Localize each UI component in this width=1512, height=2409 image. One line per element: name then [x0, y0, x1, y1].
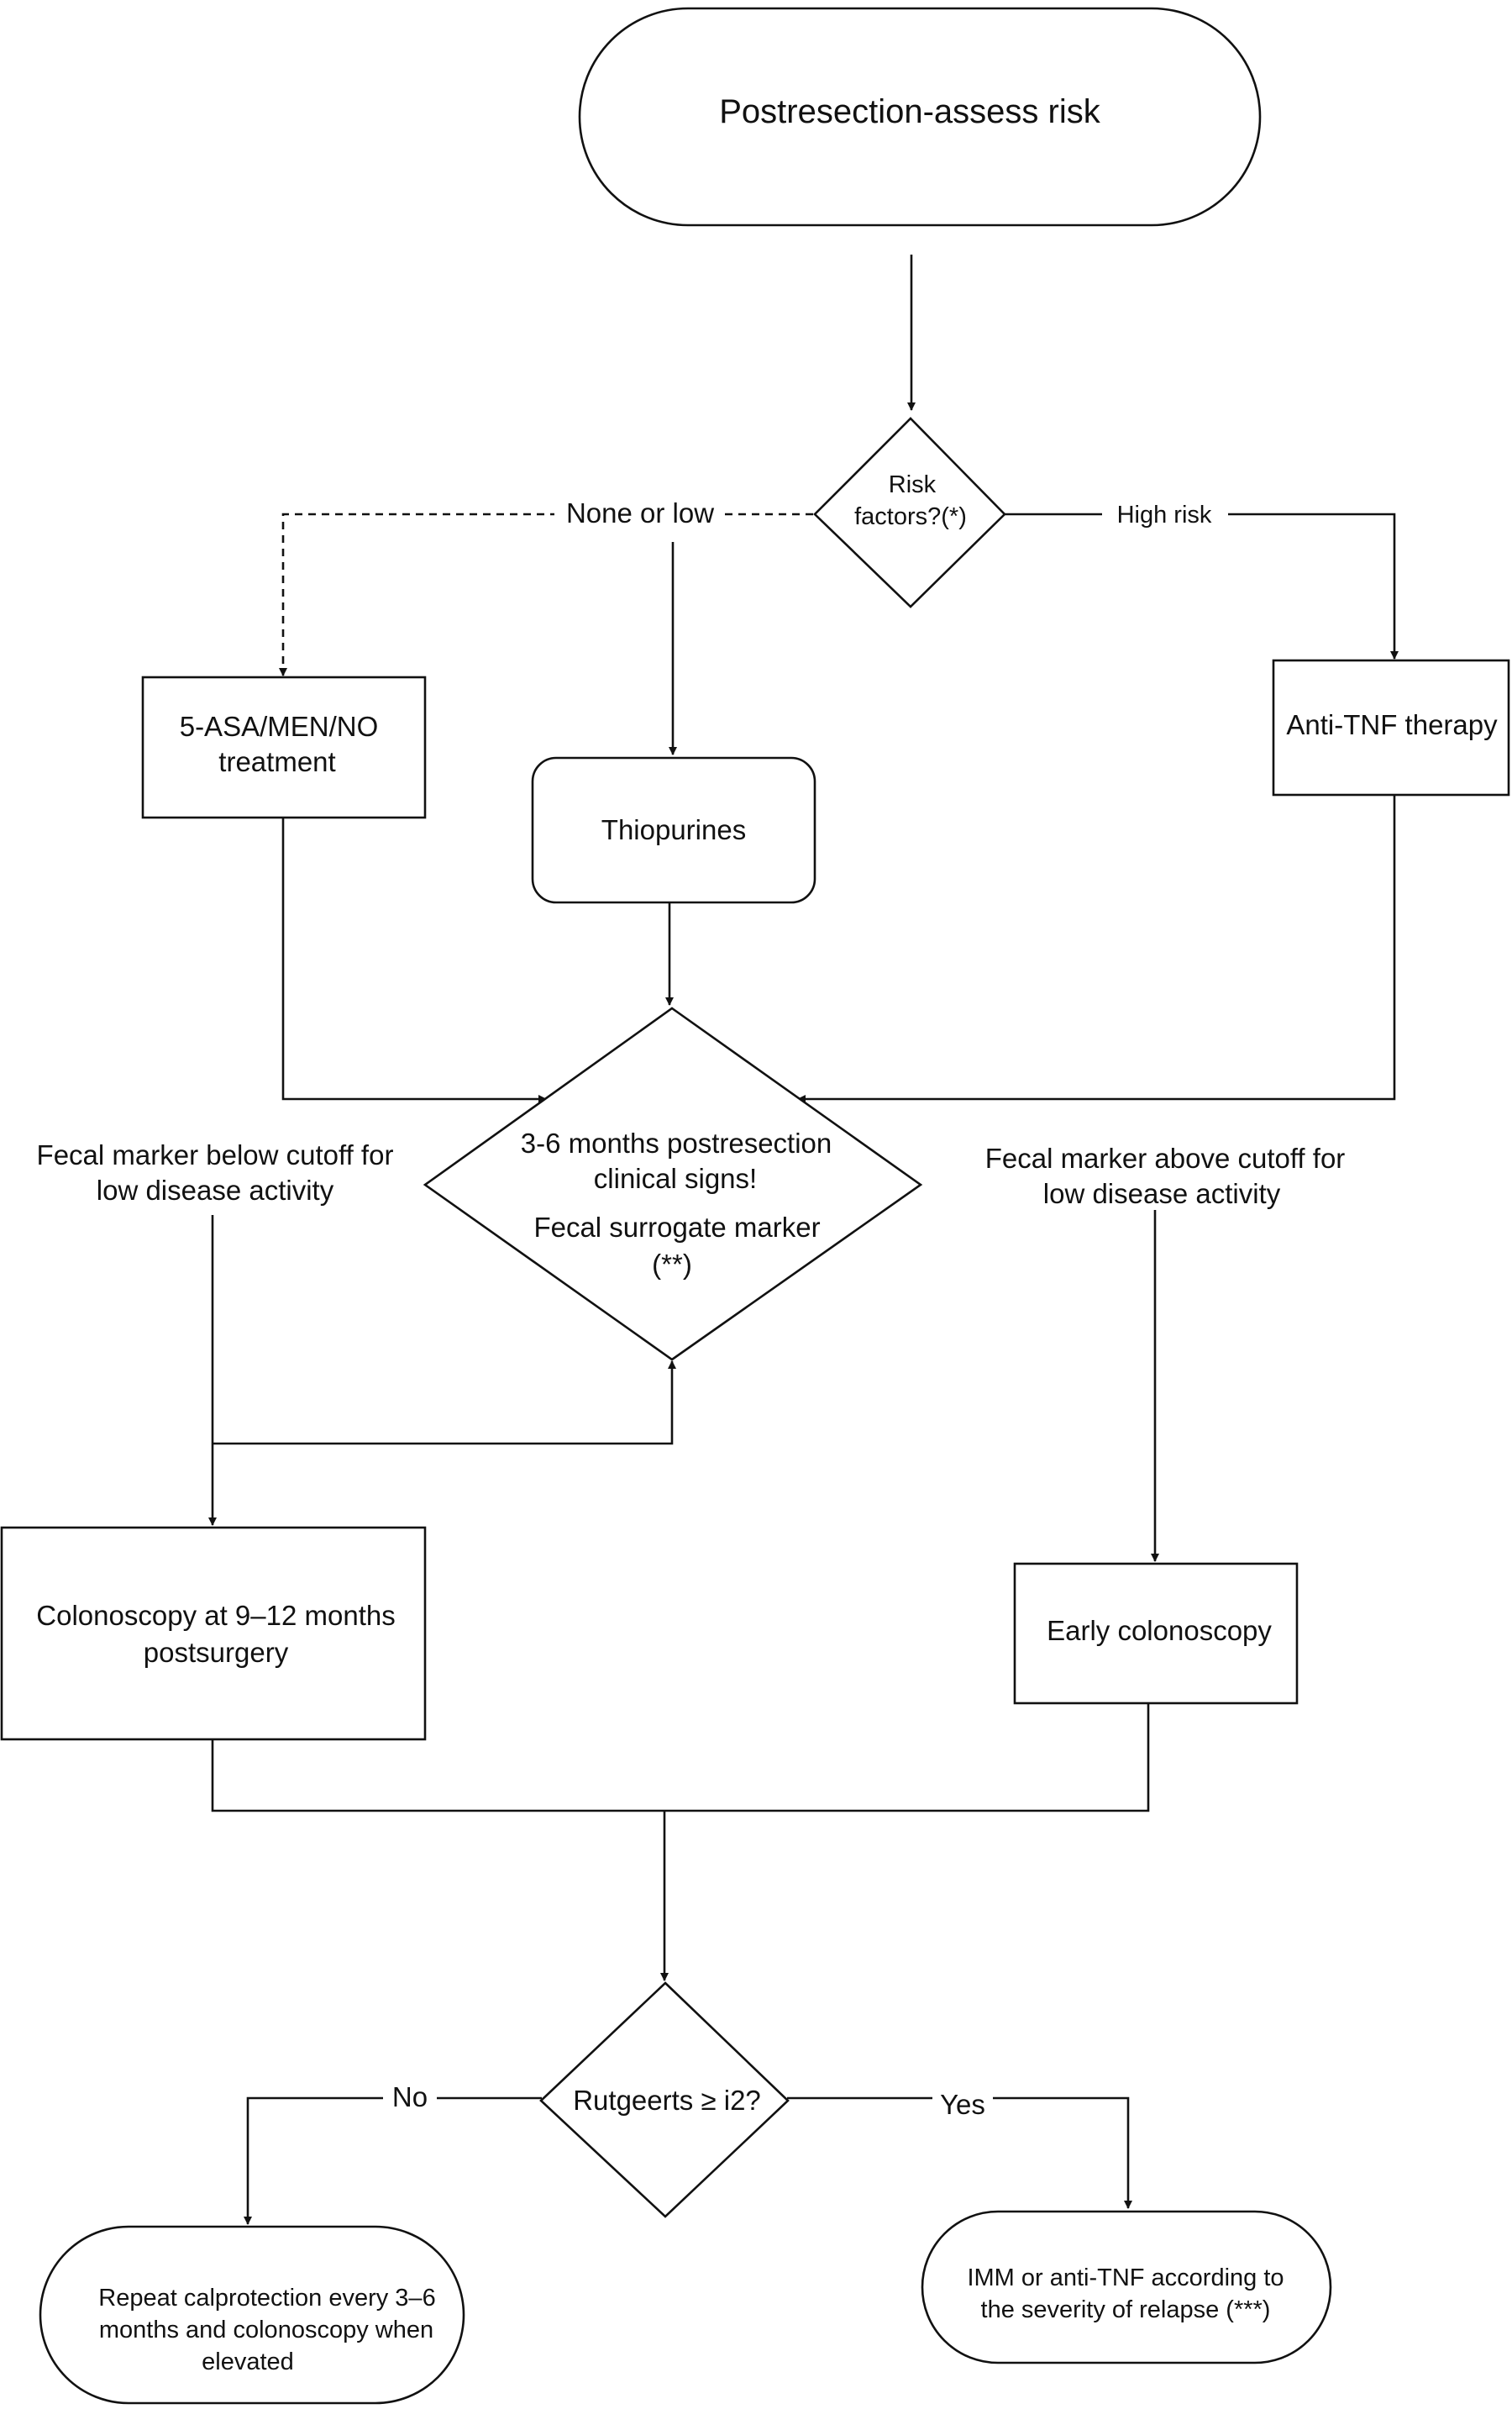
edge-antitnf-to-assess	[797, 795, 1396, 1103]
node-assess-label-3: Fecal surrogate marker	[533, 1212, 820, 1243]
node-repeat-label-2: months and colonoscopy when	[99, 2317, 433, 2343]
node-imm-label-1: IMM or anti-TNF according to	[967, 2264, 1284, 2291]
edge-loop-to-assess	[213, 1360, 676, 1445]
connectors	[208, 255, 1399, 2225]
node-thiopurines-label: Thiopurines	[601, 814, 746, 845]
node-assess-decision: 3-6 months postresection clinical signs!…	[423, 1007, 923, 1361]
node-imm-antitnf: IMM or anti-TNF according to the severit…	[921, 2210, 1332, 2364]
node-start-label: Postresection-assess risk	[719, 93, 1100, 130]
edge-label-below-cutoff-2: low disease activity	[97, 1175, 334, 1206]
edge-risk-to-antitnf	[1004, 513, 1399, 660]
edge-label-above-cutoff-2: low disease activity	[1043, 1178, 1281, 1209]
edge-colonoscopy-merge	[211, 1703, 1150, 1812]
node-antitnf-therapy: Anti-TNF therapy	[1272, 659, 1510, 797]
node-assess-label-1: 3-6 months postresection	[521, 1128, 832, 1159]
node-colonoscopy-label-2: postsurgery	[144, 1637, 289, 1668]
node-asa-treatment: 5-ASA/MEN/NO treatment	[141, 676, 427, 819]
node-risk-label-1: Risk	[889, 471, 937, 498]
edge-risk-to-asa	[279, 513, 813, 676]
edge-asa-to-assess	[281, 818, 547, 1103]
node-rutgeerts-decision: Rutgeerts ≥ i2?	[539, 1981, 790, 2218]
edge-label-above-cutoff-1: Fecal marker above cutoff for	[985, 1143, 1346, 1174]
node-risk-label-2: factors?(*)	[854, 503, 967, 530]
node-asa-label-2: treatment	[218, 746, 335, 777]
node-imm-label-2: the severity of relapse (***)	[981, 2296, 1271, 2323]
edge-label-none-or-low: None or low	[566, 497, 714, 529]
node-early-label: Early colonoscopy	[1047, 1615, 1272, 1646]
node-assess-label-2: clinical signs!	[594, 1163, 757, 1194]
node-antitnf-label: Anti-TNF therapy	[1286, 709, 1498, 740]
node-risk-decision: Risk factors?(*)	[813, 417, 1006, 608]
node-repeat-label-3: elevated	[202, 2349, 294, 2375]
edge-rutgeerts-to-imm	[787, 2096, 1132, 2209]
edge-label-yes: Yes	[940, 2089, 985, 2120]
node-thiopurines: Thiopurines	[531, 756, 816, 904]
edge-label-high-risk: High risk	[1117, 502, 1212, 529]
node-colonoscopy-9-12: Colonoscopy at 9–12 months postsurgery	[0, 1526, 427, 1741]
node-start: Postresection-assess risk	[578, 7, 1262, 227]
node-asa-label-1: 5-ASA/MEN/NO	[180, 711, 379, 742]
node-early-colonoscopy: Early colonoscopy	[1013, 1562, 1299, 1705]
node-repeat-calprotection: Repeat calprotection every 3–6 months an…	[39, 2225, 465, 2405]
node-colonoscopy-label-1: Colonoscopy at 9–12 months	[36, 1600, 395, 1631]
edge-label-below-cutoff-1: Fecal marker below cutoff for	[37, 1139, 394, 1170]
node-rutgeerts-label: Rutgeerts ≥ i2?	[573, 2085, 761, 2116]
edge-rutgeerts-to-repeat	[244, 2096, 542, 2225]
edge-labels: None or low High risk Fecal marker below…	[37, 494, 1346, 2122]
node-assess-label-4: (**)	[652, 1249, 692, 1280]
node-repeat-label-1: Repeat calprotection every 3–6	[98, 2285, 435, 2312]
edge-label-no: No	[392, 2081, 428, 2112]
